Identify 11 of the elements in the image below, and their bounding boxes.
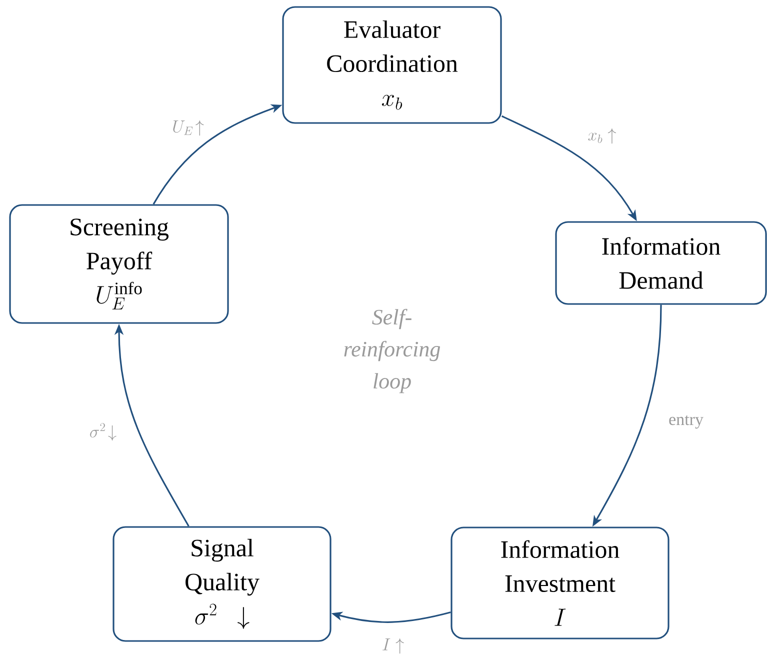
edge-label: $\sigma^2\!\downarrow$ <box>87 421 119 443</box>
process-box: Evaluator Coordination $x_b$ <box>282 6 502 124</box>
edge-label: $I\uparrow$ <box>380 636 406 656</box>
process-box: Information Demand <box>555 221 767 305</box>
edge-label: $U_E\!\uparrow$ <box>170 118 206 138</box>
edge-label: entry <box>666 413 706 431</box>
process-box: Information Investment $I$ <box>450 526 670 640</box>
loop-label: Self-reinforcing loop <box>344 308 440 394</box>
process-box: Screening Payoff $U_E^{\mathrm{info}}$ <box>9 204 229 324</box>
process-box: Signal Quality $\sigma^2 \ \downarrow$ <box>112 526 332 642</box>
edge-label: $x_b\uparrow$ <box>586 126 618 146</box>
